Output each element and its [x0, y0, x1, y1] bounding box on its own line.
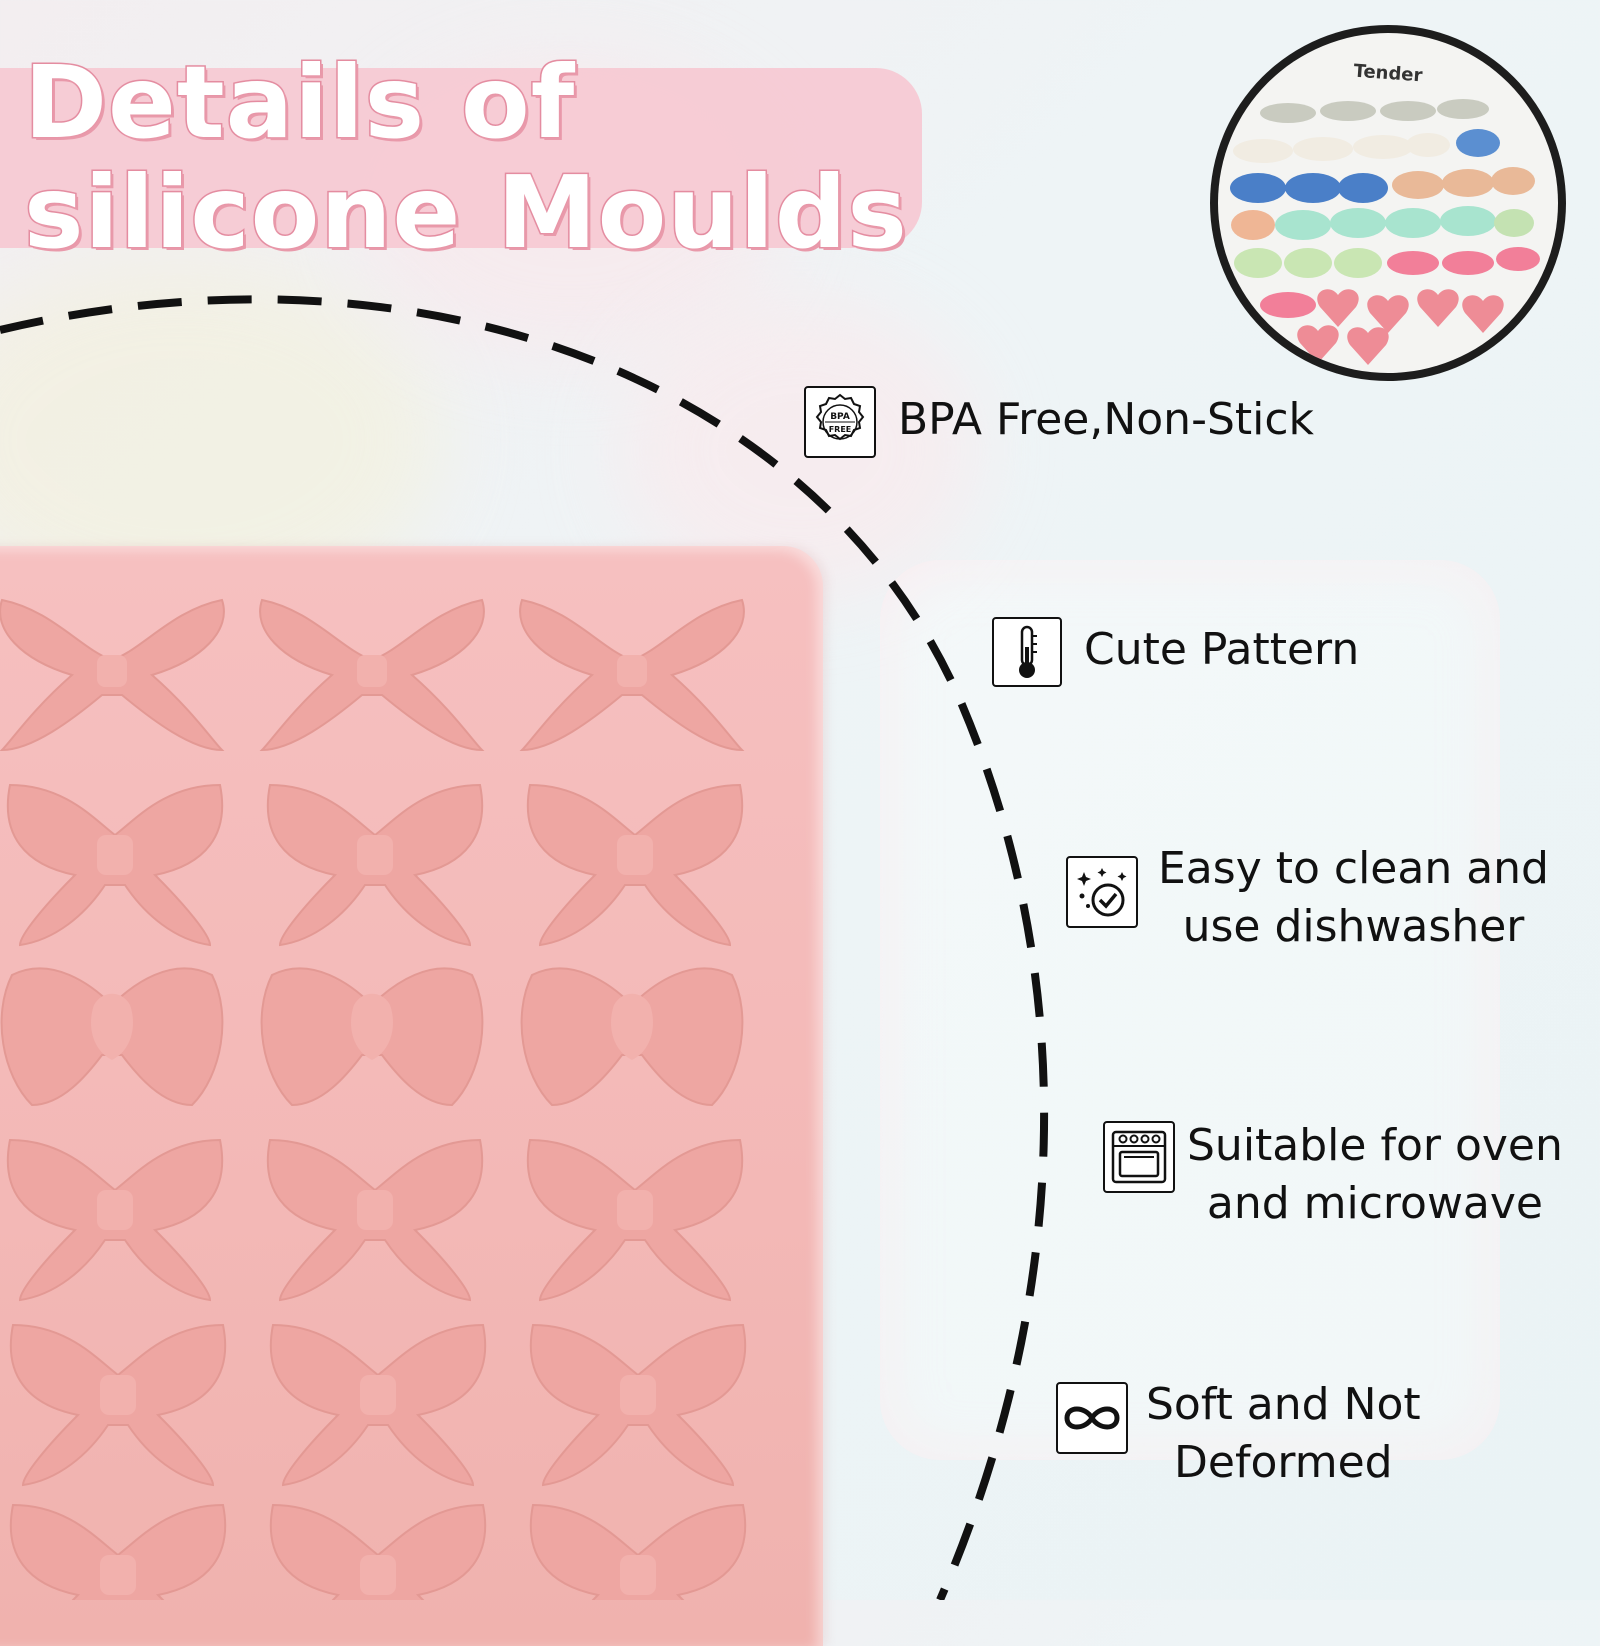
title-line-2: silicone Moulds	[23, 154, 909, 271]
page-title: Details of silicone Moulds	[22, 46, 909, 271]
faded-mould-background	[880, 560, 1500, 1460]
feature-text: Soft and Not Deformed	[1146, 1376, 1421, 1492]
feature-easy-clean: Easy to clean and use dishwasher	[1066, 840, 1549, 956]
oven-icon	[1103, 1121, 1175, 1193]
feature-soft: Soft and Not Deformed	[1056, 1376, 1421, 1492]
dashed-arc	[0, 295, 1049, 1600]
bow-cavities	[0, 599, 747, 1600]
feature-line: Cute Pattern	[1084, 624, 1360, 675]
feature-line: Easy to clean and	[1158, 843, 1549, 894]
sparkle-check-icon	[1066, 856, 1138, 928]
feature-oven-microwave: Suitable for oven and microwave	[1103, 1117, 1563, 1233]
title-line-1: Details of	[22, 44, 576, 161]
feature-text: Cute Pattern	[1084, 621, 1359, 679]
title-band	[0, 68, 922, 248]
infinity-icon	[1056, 1382, 1128, 1454]
plate-surface: Tender	[1218, 33, 1558, 373]
bpa-icon-text-2: FREE	[829, 425, 852, 434]
feature-text: Suitable for oven and microwave	[1187, 1117, 1563, 1233]
feature-text: Easy to clean and use dishwasher	[1158, 840, 1549, 956]
bpa-icon-text-1: BPA	[830, 412, 850, 422]
bpa-free-icon: BPA FREE	[804, 386, 876, 458]
feature-line: Suitable for oven	[1187, 1120, 1563, 1171]
feature-line: and microwave	[1206, 1178, 1544, 1229]
molded-candies	[1230, 99, 1540, 365]
thermometer-icon	[992, 617, 1062, 687]
feature-text: BPA Free,Non-Stick	[898, 391, 1314, 449]
product-plate-photo: Tender	[1210, 25, 1566, 381]
feature-line: use dishwasher	[1182, 901, 1525, 952]
feature-bpa-free: BPA FREE BPA Free,Non-Stick	[804, 386, 1314, 458]
feature-cute-pattern: Cute Pattern	[992, 617, 1359, 687]
feature-line: Deformed	[1174, 1437, 1393, 1488]
feature-line: BPA Free,Non-Stick	[898, 394, 1315, 445]
feature-line: Soft and Not	[1146, 1379, 1421, 1430]
